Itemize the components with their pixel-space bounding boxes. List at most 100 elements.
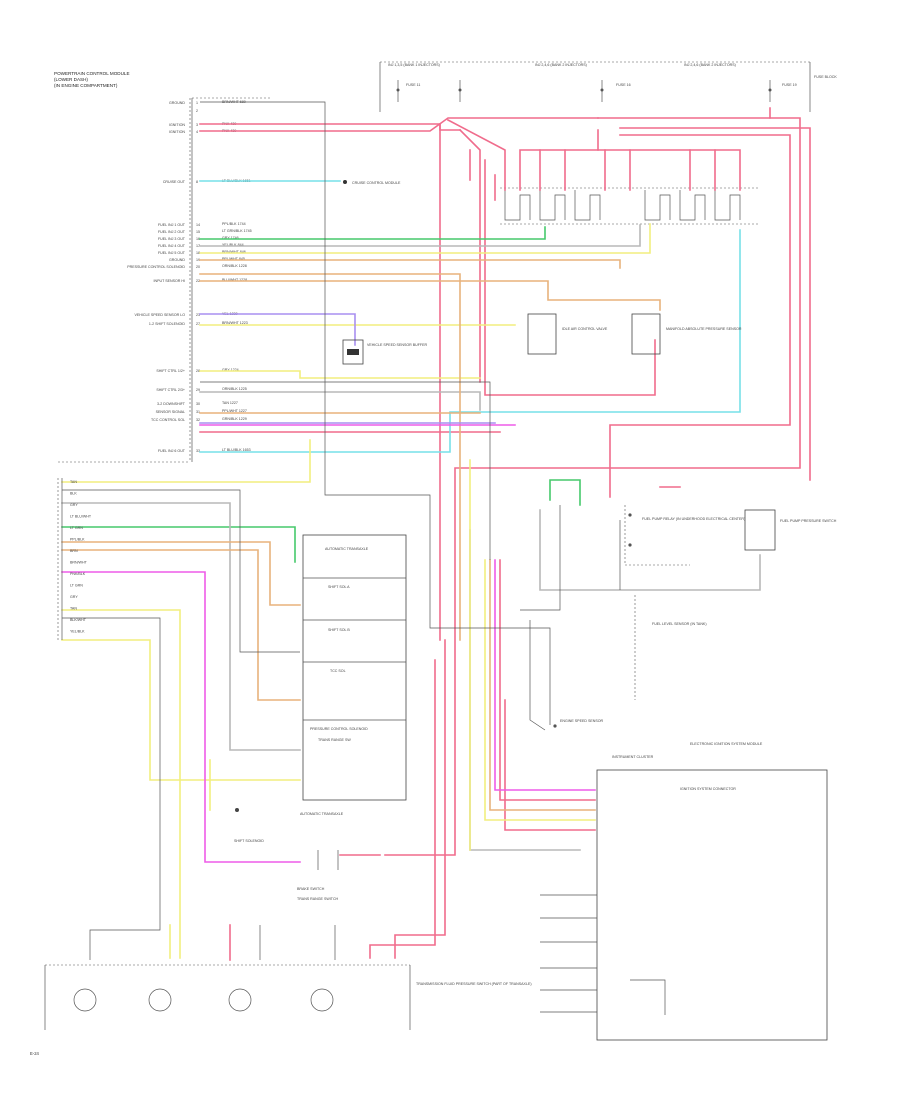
pcm-pin-number: 1	[196, 101, 198, 105]
pcm-pin-label: 3-2 DOWNSHIFT	[157, 402, 186, 406]
shift-solenoid: SHIFT SOLENOID	[234, 808, 264, 843]
trans-range-label: TRANS RANGE SWITCH	[297, 897, 339, 901]
pcm-pin-number: 3	[196, 123, 198, 127]
pcm-pin-label: SHIFT CTRL 2/3+	[156, 388, 185, 392]
pcm-pin-number: 2	[196, 109, 198, 113]
ecm-inner-label: IGNITION SYSTEM CONNECTOR	[680, 787, 736, 791]
pcm-pin-label: INPUT SENSOR HI	[154, 279, 185, 283]
pcm-pin-number: 16	[196, 237, 200, 241]
pcm-pin-wire-code: BLU/WHT 1228	[222, 278, 247, 282]
lower-wire-label: PNK/BLK	[70, 572, 86, 576]
lower-harness-wire-labels: TAN BLK GRY LT BLU/WHT LT GRN PPL/BLK BRN BRN/W…	[70, 480, 92, 634]
pcm-pin-number: 33	[196, 449, 200, 453]
pcm-pin-label: TCC CONTROL SOL	[151, 418, 185, 422]
pcm-pin-wire-code: YEL/BLK 844	[222, 243, 244, 247]
pcm-pin-number: 32	[196, 418, 200, 422]
pcm-pin-label: GROUND	[169, 101, 185, 105]
trans-range-switch: TRANS RANGE SWITCH	[297, 897, 339, 901]
page-label: E-24	[30, 1051, 40, 1056]
top-injector-label-1: INJ 1,3,5 (BANK 1 INJECTORS)	[388, 63, 440, 67]
pcm-pin-number: 31	[196, 410, 200, 414]
pcm-pin-number: 30	[196, 402, 200, 406]
pcm-pin-number: 19	[196, 258, 200, 262]
auto-trans-label: AUTOMATIC TRANSAXLE	[300, 812, 344, 816]
top-injector-label-2: INJ 2,4,6 (BANK 2 INJECTORS)	[535, 63, 587, 67]
wire-harness	[61, 101, 811, 961]
lower-wire-label: BRN/WHT	[70, 561, 88, 565]
trans-row-4: PRESSURE CONTROL SOLENOID	[310, 727, 368, 731]
fuel-pump-relay: FUEL PUMP RELAY (IN UNDERHOOD ELECTRICAL…	[624, 505, 745, 566]
idle-air-control-valve: IDLE AIR CONTROL VALVE	[527, 313, 608, 355]
lower-wire-label: BRN	[70, 549, 78, 553]
pcm-pin-label: SENSOR SIGNAL	[156, 410, 185, 414]
fuel-pressure-label: FUEL PUMP PRESSURE SWITCH	[780, 519, 837, 523]
trans-row-1: SHIFT SOL A	[328, 585, 350, 589]
instrument-label: INSTRUMENT CLUSTER	[612, 755, 654, 759]
fuse-text-3: FUSE 19	[782, 83, 797, 87]
fuse-text-2: FUSE 16	[616, 83, 631, 87]
injector-row	[500, 187, 760, 225]
pcm-title-line-1: POWERTRAIN CONTROL MODULE	[54, 71, 130, 76]
shift-solenoid-label: SHIFT SOLENOID	[234, 839, 264, 843]
trans-row-2: SHIFT SOL B	[328, 628, 350, 632]
pcm-connector	[58, 97, 270, 463]
pcm-pin-label: FUEL INJ 6 OUT	[158, 449, 186, 453]
idle-air-label: IDLE AIR CONTROL VALVE	[562, 327, 608, 331]
ignition-module: ELECTRONIC IGNITION SYSTEM MODULE IGNITI…	[540, 742, 828, 1041]
fuel-pump-relay-label: FUEL PUMP RELAY (IN UNDERHOOD ELECTRICAL…	[642, 517, 745, 521]
lower-wire-label: TAN	[70, 480, 77, 484]
lower-wire-label: LT BLU/WHT	[70, 515, 92, 519]
trans-row-3: TCC SOL	[330, 669, 346, 673]
map-sensor-label: MANIFOLD ABSOLUTE PRESSURE SENSOR	[666, 327, 742, 331]
pcm-pin-label: SHIFT CTRL 1/2+	[156, 369, 185, 373]
top-fuse-block: INJ 1,3,5 (BANK 1 INJECTORS) INJ 2,4,6 (…	[379, 61, 837, 112]
vss-label: VEHICLE SPEED SENSOR BUFFER	[367, 343, 428, 347]
pcm-pin-number: 20	[196, 265, 200, 269]
lower-wire-label: PPL/BLK	[70, 538, 85, 542]
vss-buffer: VEHICLE SPEED SENSOR BUFFER	[342, 339, 428, 365]
pcm-pin-number: 27	[196, 322, 200, 326]
bottom-switch-label: TRANSMISSION FLUID PRESSURE SWITCH (PART…	[416, 982, 532, 986]
pcm-pin-wire-code: BRN/WHT 846	[222, 250, 246, 254]
pcm-pin-label: VEHICLE SPEED SENSOR LO	[134, 313, 185, 317]
pcm-pin-label: GROUND	[169, 258, 185, 262]
fuel-level-label: FUEL LEVEL SENSOR (IN TANK)	[652, 622, 707, 626]
pcm-title-line-3: (IN ENGINE COMPARTMENT)	[54, 83, 118, 88]
pcm-title-line-2: (LOWER DASH)	[54, 77, 88, 82]
pcm-pin-label: IGNITION	[169, 123, 185, 127]
transaxle-box: AUTOMATIC TRANSAXLE SHIFT SOL A SHIFT SO…	[300, 534, 407, 816]
ecm-label: ELECTRONIC IGNITION SYSTEM MODULE	[690, 742, 763, 746]
pcm-pin-number: 23	[196, 313, 200, 317]
pcm-pin-label: FUEL INJ 1 OUT	[158, 223, 186, 227]
engine-speed-label: ENGINE SPEED SENSOR	[560, 719, 604, 723]
pcm-pin-wire-code: PPL/WHT 1227	[222, 409, 247, 413]
pcm-pin-number: 28	[196, 369, 200, 373]
pcm-pin-wire-code: LT BLU/BLK 1653	[222, 448, 251, 452]
pcm-pin-label: CRUISE OUT	[163, 180, 186, 184]
pcm-pin-label: FUEL INJ 2 OUT	[158, 230, 186, 234]
brake-switch: BRAKE SWITCH	[297, 850, 339, 891]
pcm-pin-label: FUEL INJ 5 OUT	[158, 251, 186, 255]
pcm-pin-wire-code: PPL/WHT 845	[222, 257, 245, 261]
pcm-pin-number: 22	[196, 279, 200, 283]
lower-wire-label: LT GRN	[70, 526, 83, 530]
pcm-pin-number: 15	[196, 230, 200, 234]
pcm-pin-wire-code: GRN/BLK 1229	[222, 417, 247, 421]
lower-wire-label: BLK	[70, 492, 77, 496]
pcm-pin-label: IGNITION	[169, 130, 185, 134]
pcm-pin-label: PRESSURE CONTROL SOLENOID	[127, 265, 185, 269]
pcm-pin-wire-code: PPL/BLK 1744	[222, 222, 246, 226]
lower-wire-label: BLK/WHT	[70, 618, 87, 622]
lower-wire-label: GRY	[70, 595, 78, 599]
pcm-pin-wire-code: TAN 1227	[222, 401, 238, 405]
cruise-ctrl-label: CRUISE CONTROL MODULE	[352, 181, 401, 185]
fuse-block-label: FUSE BLOCK	[814, 75, 837, 79]
engine-speed-sensor: ENGINE SPEED SENSOR	[553, 719, 604, 728]
trans-title: AUTOMATIC TRANSAXLE	[325, 547, 369, 551]
lower-harness-connector	[57, 478, 63, 640]
lower-wire-label: GRY	[70, 503, 78, 507]
fuel-level-sensor: FUEL LEVEL SENSOR (IN TANK)	[634, 595, 707, 700]
pcm-pin-wire-code: GRY 1746	[222, 236, 239, 240]
brake-switch-label: BRAKE SWITCH	[297, 887, 325, 891]
